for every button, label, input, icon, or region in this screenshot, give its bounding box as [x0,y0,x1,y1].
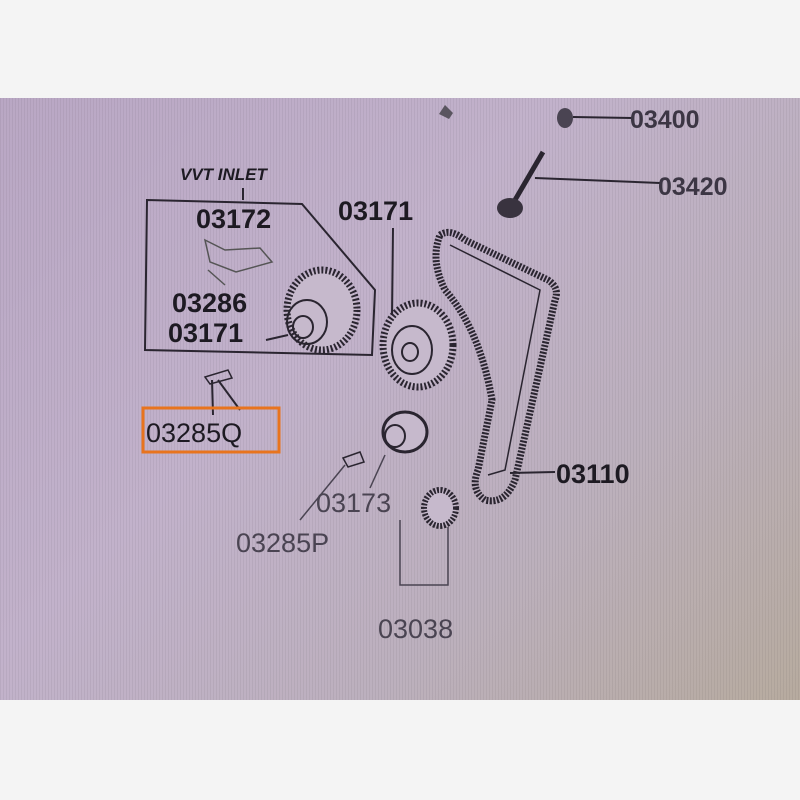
part-label-03110: 03110 [556,459,630,489]
part-label-03173: 03173 [316,488,391,518]
part-03173[interactable]: 03173 [316,410,429,518]
vvt-inlet-group: VVT INLET 03172 03286 03171 [143,165,377,357]
bolt-shaft-icon [512,150,546,202]
part-03110[interactable]: 03110 [432,228,630,505]
washer-icon [497,198,523,218]
bolt-icon [203,369,234,385]
part-label-03286[interactable]: 03286 [172,288,247,318]
partial-part-icon [439,105,453,119]
part-label-03285P: 03285P [236,528,329,558]
leader-line [572,116,633,119]
part-label-03038: 03038 [378,614,453,644]
camshaft-sprocket-icon [379,299,457,391]
part-03420[interactable]: 03420 [497,150,728,218]
part-label-03285Q: 03285Q [146,418,242,448]
leader-line [534,177,661,184]
part-03285Q[interactable]: 03285Q [141,369,281,454]
timing-belt-icon [432,228,560,505]
highlight-box [141,406,281,454]
part-03400[interactable]: 03400 [557,106,700,134]
part-03285P[interactable]: 03285P [236,451,365,558]
part-03038[interactable]: 03038 [378,487,459,644]
part-label-03171: 03171 [338,196,413,226]
part-03171[interactable]: 03171 [338,196,457,391]
vvt-sprocket-icon [283,266,361,354]
part-label-03171-box[interactable]: 03171 [168,318,243,348]
part-label-03400: 03400 [630,106,700,134]
part-label-03172[interactable]: 03172 [196,204,271,234]
part-label-03420: 03420 [658,173,728,201]
monitor-screen [0,98,800,700]
crank-pulley-icon [421,487,459,529]
bolt-icon [557,108,573,128]
group-box [143,198,377,357]
vvt-actuator-icon [203,238,274,286]
group-header: VVT INLET [180,165,269,184]
bolt-icon [341,451,365,468]
